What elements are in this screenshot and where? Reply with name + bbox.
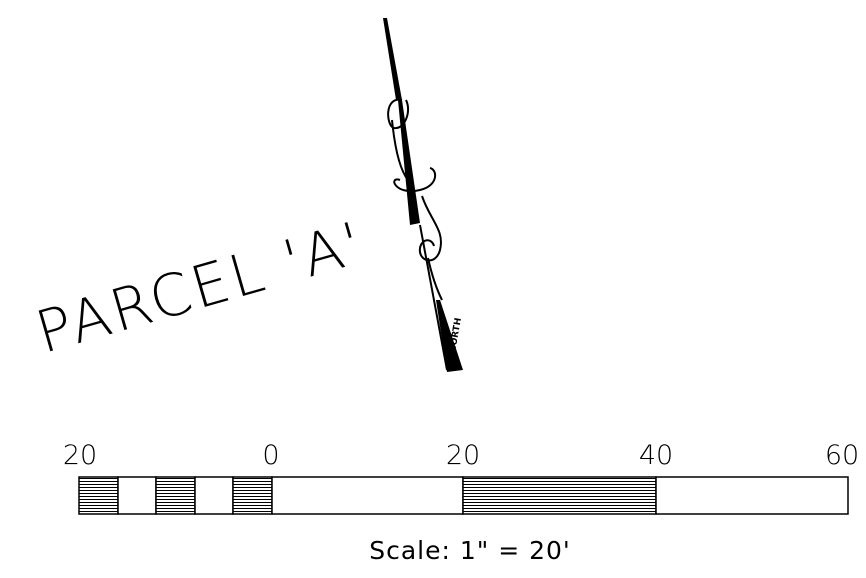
scale-segment-plain bbox=[194, 476, 234, 515]
scale-tick-label: 20 bbox=[445, 440, 481, 471]
scale-caption: Scale: 1" = 20' bbox=[369, 536, 571, 565]
scale-tick-label: 20 bbox=[62, 440, 98, 471]
scale-tick-label: 0 bbox=[262, 440, 280, 471]
scale-tick-label: 40 bbox=[638, 440, 674, 471]
scale-segment-hatched bbox=[155, 476, 196, 515]
scale-segment-plain bbox=[271, 476, 464, 515]
scale-segment-plain bbox=[117, 476, 157, 515]
scale-segment-hatched bbox=[232, 476, 273, 515]
scale-segment-plain bbox=[655, 476, 849, 515]
scale-segment-hatched bbox=[462, 476, 657, 515]
scale-segment-hatched bbox=[78, 476, 119, 515]
scale-tick-label: 60 bbox=[824, 440, 860, 471]
